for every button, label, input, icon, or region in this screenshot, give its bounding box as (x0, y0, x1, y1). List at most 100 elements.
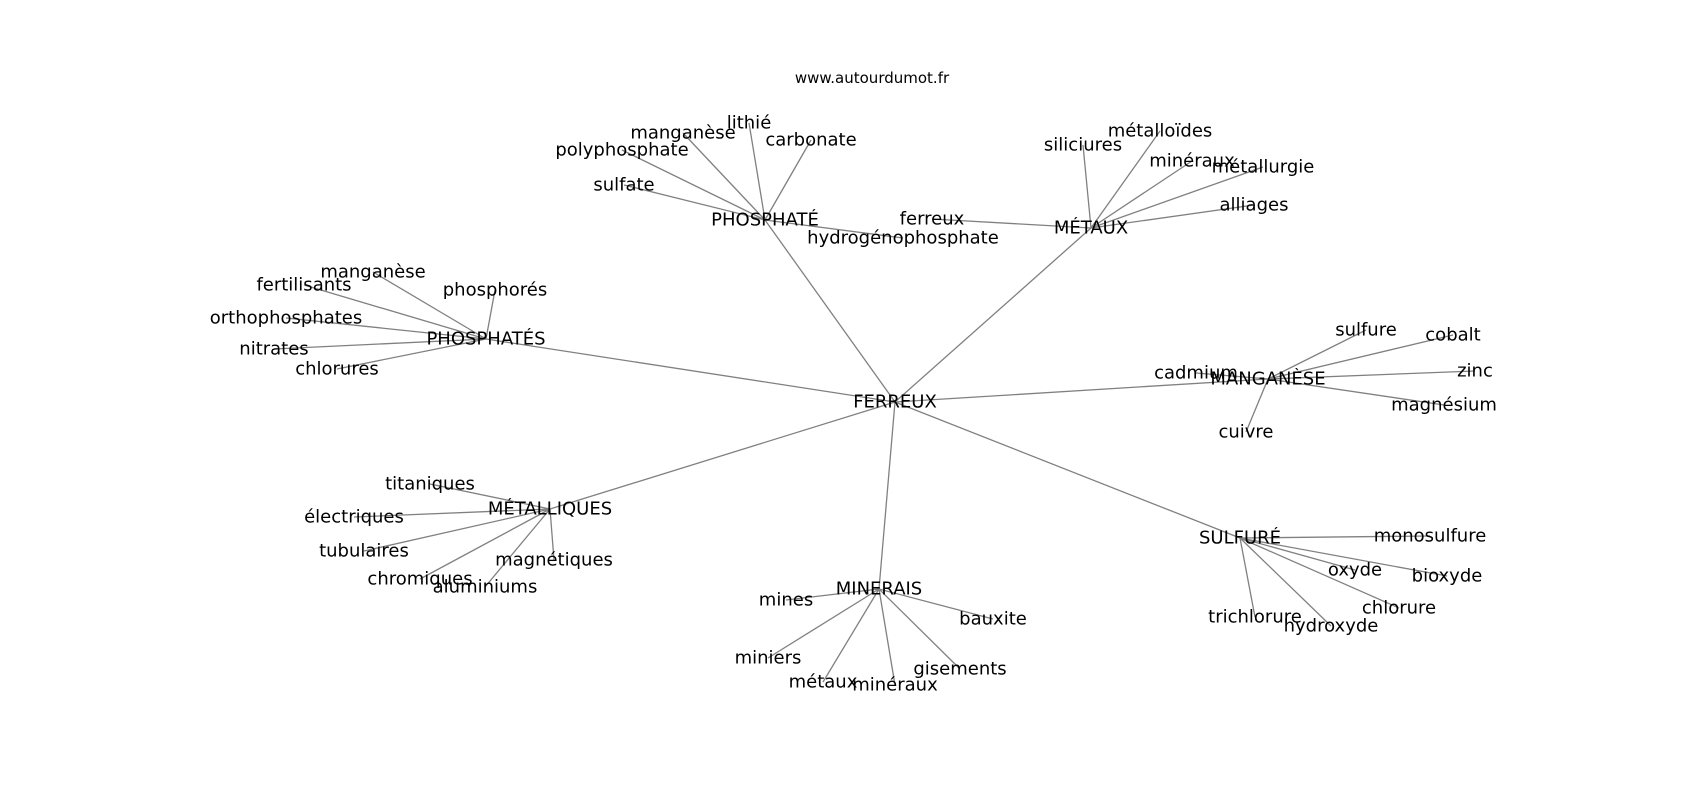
leaf-label-manganese-cadmium: cadmium (1154, 363, 1238, 384)
leaf-label-phosphate-polyphosphate: polyphosphate (555, 140, 688, 161)
leaf-label-phosphates-fertilisants: fertilisants (256, 275, 351, 296)
edge-sulfure-bioxyde (1239, 537, 1448, 577)
leaf-label-manganese-sulfure: sulfure (1335, 320, 1397, 341)
edge-metaux-alliages (1090, 204, 1255, 229)
edge-metaux-mineraux (1090, 160, 1193, 229)
edge-phosphate-hydrogenophosphate (764, 219, 904, 239)
leaf-label-sulfure-monosulfure: monosulfure (1374, 526, 1487, 547)
leaf-label-manganese-zinc: zinc (1457, 361, 1493, 382)
edge-metalliques-electriques (353, 508, 551, 518)
edge-phosphates-nitrates (273, 338, 487, 350)
edge-manganese-cuivre (1245, 378, 1269, 433)
edge-sulfure-oxyde (1239, 537, 1356, 571)
edge-minerais-gisements (878, 588, 961, 670)
leaf-label-sulfure-chlorure: chlorure (1362, 598, 1436, 619)
edge-metalliques-tubulaires (363, 508, 551, 552)
hub-label-sulfure: SULFURÉ (1199, 527, 1281, 549)
edge-phosphate-carbonate (764, 139, 812, 221)
edge-minerais-mineraux (878, 588, 896, 686)
edge-minerais-miniers (767, 588, 880, 659)
edge-metaux-metalloides (1090, 130, 1161, 229)
edge-center-phosphates (485, 338, 896, 403)
leaf-label-metaux-mineraux: minéraux (1149, 151, 1235, 172)
leaf-label-sulfure-oxyde: oxyde (1328, 560, 1382, 581)
edge-manganese-cadmium (1195, 372, 1269, 380)
edge-minerais-bauxite (878, 588, 994, 620)
edge-metalliques-chromiques (419, 508, 551, 580)
edge-center-metaux (894, 227, 1092, 403)
edge-manganese-cobalt (1267, 334, 1454, 380)
hub-label-phosphate: PHOSPHATÉ (711, 209, 819, 231)
edge-center-minerais (878, 401, 896, 590)
edge-center-sulfure (894, 401, 1241, 539)
center-label-ferreux: FERREUX (853, 392, 937, 413)
leaf-label-phosphate-sulfate: sulfate (593, 175, 654, 196)
edge-manganese-zinc (1267, 370, 1476, 380)
edge-metalliques-titaniques (429, 483, 551, 510)
leaf-label-metaux-alliages: alliages (1220, 195, 1289, 216)
leaf-label-metalliques-electriques: électriques (304, 507, 404, 528)
leaf-label-metaux-ferreux: ferreux (900, 209, 965, 230)
edge-phosphate-lithie (748, 122, 766, 221)
leaf-label-metaux-metallurgie: métallurgie (1212, 157, 1315, 178)
hub-label-minerais: MINERAIS (836, 579, 923, 600)
leaf-label-minerais-metaux: métaux (789, 672, 858, 693)
leaf-label-minerais-mines: mines (759, 590, 813, 611)
leaf-label-minerais-miniers: miniers (735, 648, 802, 669)
leaf-label-metalliques-aluminiums: aluminiums (433, 577, 538, 598)
leaf-label-sulfure-bioxyde: bioxyde (1412, 566, 1483, 587)
leaf-label-minerais-gisements: gisements (913, 659, 1006, 680)
leaf-label-phosphates-nitrates: nitrates (239, 339, 308, 360)
graph-edges (273, 122, 1476, 686)
leaf-label-phosphate-lithie: lithié (727, 113, 772, 134)
edge-center-metalliques (549, 401, 896, 510)
edge-center-manganese (894, 378, 1269, 403)
hub-label-metaux: MÉTAUX (1054, 217, 1128, 239)
leaf-label-phosphate-manganese: manganèse (630, 123, 735, 144)
leaf-label-metalliques-titaniques: titaniques (385, 474, 475, 495)
edge-sulfure-monosulfure (1239, 535, 1431, 539)
edge-sulfure-hydroxyde (1239, 537, 1332, 627)
edge-phosphates-phosphores (485, 289, 496, 340)
edge-phosphates-chlorures (336, 338, 487, 370)
edge-phosphates-fertilisants (303, 284, 487, 340)
leaf-label-manganese-magnesium: magnésium (1391, 395, 1497, 416)
hub-label-phosphates: PHOSPHATÉS (426, 328, 545, 350)
edge-phosphate-polyphosphate (621, 149, 766, 221)
edge-sulfure-trichlorure (1239, 537, 1256, 618)
leaf-label-metalliques-magnetiques: magnétiques (495, 550, 613, 571)
edge-metaux-ferreux (931, 218, 1092, 229)
leaf-label-phosphate-carbonate: carbonate (765, 130, 856, 151)
leaf-label-minerais-bauxite: bauxite (959, 609, 1027, 630)
leaf-label-phosphates-chlorures: chlorures (295, 359, 379, 380)
edge-metaux-metallurgie (1090, 166, 1264, 229)
edge-sulfure-chlorure (1239, 537, 1400, 609)
edge-minerais-mines (785, 588, 880, 601)
leaf-label-sulfure-hydroxyde: hydroxyde (1284, 616, 1379, 637)
leaf-label-phosphates-phosphores: phosphorés (443, 280, 548, 301)
leaf-label-sulfure-trichlorure: trichlorure (1208, 607, 1302, 628)
edge-phosphates-manganese (372, 271, 487, 340)
edge-phosphates-orthophosphates (285, 317, 487, 340)
edge-metalliques-aluminiums (484, 508, 551, 588)
edge-phosphate-sulfate (623, 184, 766, 221)
edge-minerais-metaux (822, 588, 880, 683)
leaf-label-phosphates-manganese: manganèse (320, 262, 425, 283)
site-url: www.autourdumot.fr (795, 69, 950, 87)
leaf-label-manganese-cobalt: cobalt (1425, 325, 1480, 346)
leaf-label-metaux-siliciures: siliciures (1044, 135, 1122, 156)
edge-manganese-magnesium (1267, 378, 1445, 406)
edge-center-phosphate (764, 219, 896, 403)
edge-metaux-siliciures (1082, 144, 1092, 229)
leaf-label-metaux-metalloides: métalloïdes (1108, 121, 1213, 142)
leaf-label-metalliques-tubulaires: tubulaires (319, 541, 409, 562)
hub-label-manganese: MANGANÈSE (1210, 368, 1325, 390)
edge-phosphate-manganese (682, 132, 766, 221)
leaf-label-minerais-mineraux: minéraux (852, 675, 938, 696)
leaf-label-phosphate-hydrogenophosphate: hydrogénophosphate (807, 228, 999, 249)
edge-metalliques-magnetiques (549, 508, 555, 561)
leaf-label-manganese-cuivre: cuivre (1218, 422, 1273, 443)
leaf-label-metalliques-chromiques: chromiques (367, 569, 472, 590)
